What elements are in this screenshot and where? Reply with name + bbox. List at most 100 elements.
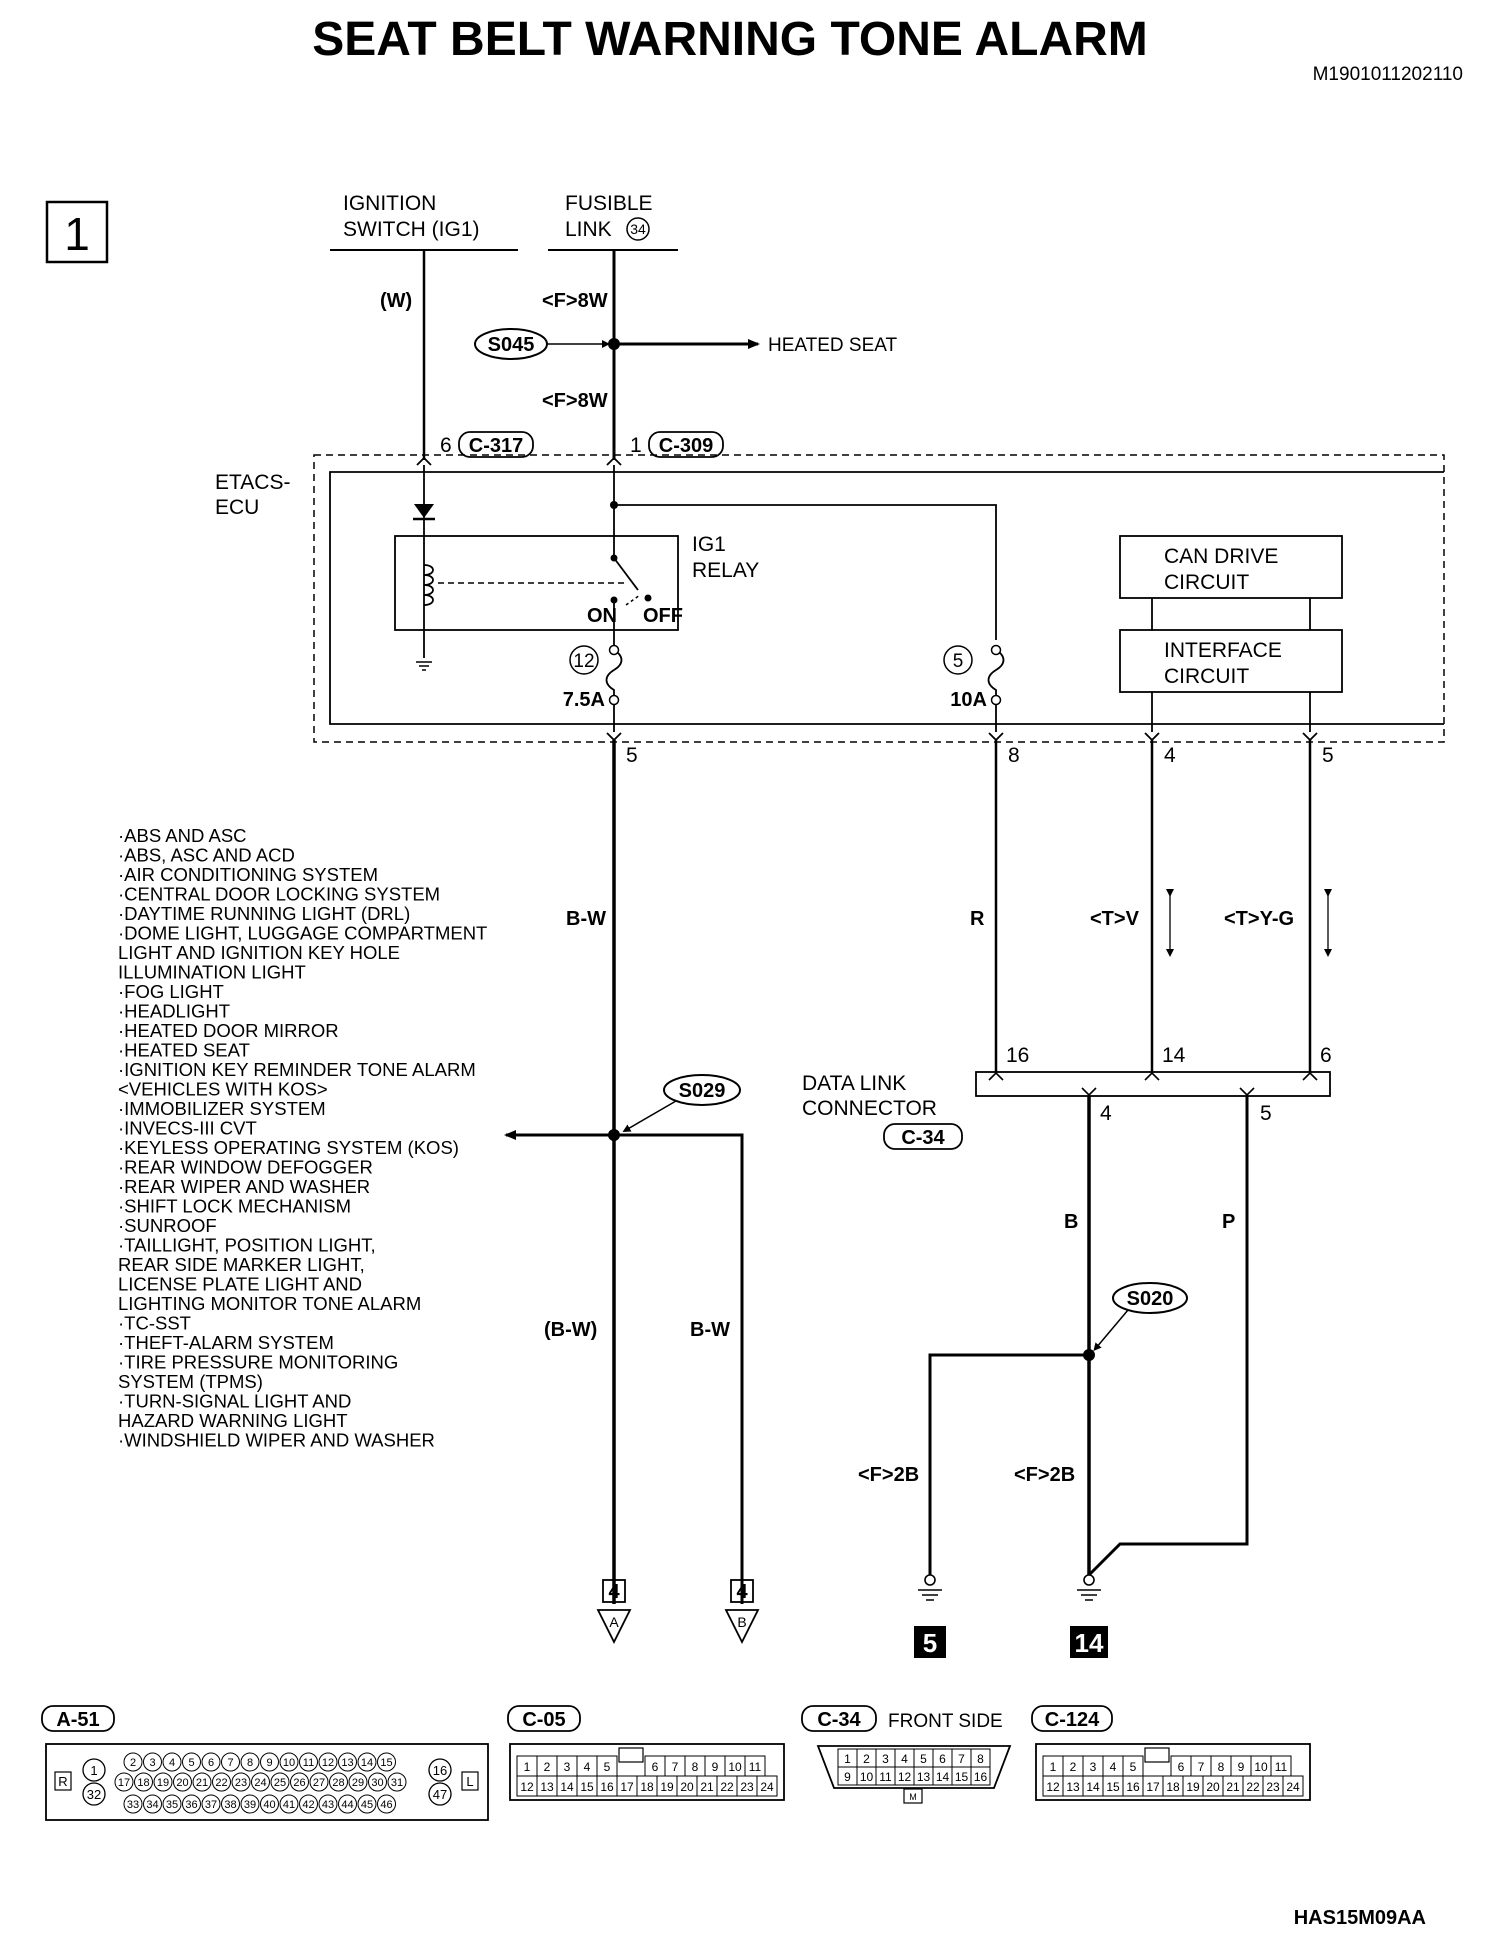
a51-pin-circle [377,1752,396,1772]
a51-pin-number: 37 [205,1799,217,1811]
c309-pin: 1 [630,434,642,457]
fusible-wire-color-lower: <F>8W [542,390,608,412]
a51-pin-number: 23 [235,1777,247,1789]
a51-pin-circle [123,1752,143,1772]
a51-pin-number: 41 [283,1799,295,1811]
a51-pin-circle [162,1752,182,1772]
fuse-5-rating: 10A [950,689,987,711]
a51-pin-circle [201,1794,221,1814]
a51-pin-circle [153,1772,173,1792]
c05-pin-number: 22 [720,1780,734,1794]
c05-pin-number: 24 [760,1780,774,1794]
fusible-link-number-circle [626,217,650,241]
c34-label: C-34 [901,1127,945,1149]
fuse-5-number: 5 [953,651,964,672]
a51-pin-number: 40 [263,1799,275,1811]
page-title: SEAT BELT WARNING TONE ALARM [312,13,1148,66]
c05-pin-number: 13 [540,1780,554,1794]
c34-pin-number: 16 [974,1770,988,1784]
c124-pin-number: 9 [1238,1760,1245,1774]
splice-s029 [663,1074,741,1106]
c124-pin-number: 10 [1254,1760,1268,1774]
ref-a-arrow-icon [596,1609,632,1645]
interface-circuit-label-2: CIRCUIT [1164,665,1249,688]
c124-key-slot [1144,1747,1170,1763]
a51-pin-number: 15 [380,1757,392,1769]
ground-14-icon [1077,1589,1101,1601]
ground-5-wire-color: <F>2B [858,1464,919,1486]
a51-pin-number: 11 [303,1757,314,1769]
system-list-item: ·IMMOBILIZER SYSTEM [118,1098,326,1119]
c05-pin-number: 6 [652,1760,659,1774]
c124-pin-number: 2 [1070,1760,1077,1774]
ground-14-wire-color: <F>2B [1014,1464,1075,1486]
a51-pin-circle [348,1772,368,1792]
system-list-item: ·ABS AND ASC [118,825,247,846]
c124-pin-number: 13 [1066,1780,1080,1794]
dlc-pin-16: 16 [1006,1044,1029,1067]
document-code: M1901011202110 [1313,64,1463,85]
c124-pin-cell [1282,1775,1304,1797]
c124-label: C-124 [1045,1709,1100,1731]
a51-pin-number: 28 [332,1777,344,1789]
dlc-terminal-5 [1239,1087,1255,1097]
fusible-link-number: 34 [630,221,646,237]
system-list-item: ·IGNITION KEY REMINDER TONE ALARM [118,1059,476,1080]
splice-s020 [1112,1282,1188,1314]
a51-pin-number: 33 [127,1799,139,1811]
c34-pin-number: 8 [977,1752,984,1766]
ecu-input-terminal-ign [416,456,432,466]
a51-pin-circle [270,1772,290,1792]
c124-pin-number: 5 [1130,1760,1137,1774]
c124-face [1035,1743,1311,1801]
relay-on-label: ON [587,605,617,627]
c124-pin-number: 16 [1126,1780,1140,1794]
c05-pin-number: 7 [672,1760,679,1774]
page-number: 1 [64,208,90,260]
c05-pin-number: 16 [600,1780,614,1794]
fuse-12-number: 12 [573,651,594,672]
a51-pin-circle [299,1752,318,1772]
ecu-out-terminal-main [606,732,622,742]
a51-pin32: 32 [87,1787,101,1802]
a51-pin-number: 34 [146,1799,158,1811]
a51-pin-circle [192,1772,212,1792]
splice-s045-label: S045 [488,334,535,356]
a51-pin-number: 10 [283,1757,295,1769]
main-bw-wire-color: B-W [566,908,606,930]
system-list-item: ·KEYLESS OPERATING SYSTEM (KOS) [118,1137,459,1158]
c05-face [509,1743,785,1801]
a51-pin-number: 38 [224,1799,236,1811]
a51-pin-circle [201,1752,221,1772]
c124-pin-number: 1 [1050,1760,1057,1774]
c34-pin-number: 10 [860,1770,874,1784]
system-list-item: ·TURN-SIGNAL LIGHT AND [118,1391,351,1412]
c05-pin-number: 14 [560,1780,574,1794]
a51-pin-number: 26 [293,1777,305,1789]
c05-pin-number: 4 [584,1760,591,1774]
fuse-12-bottom-node [608,694,620,706]
a51-pin-circle [260,1794,279,1814]
a51-pin-number: 45 [361,1799,373,1811]
c05-pin-number: 23 [740,1780,754,1794]
c309-label: C-309 [659,435,713,457]
c124-pin-number: 18 [1166,1780,1180,1794]
c05-pin-number: 19 [660,1780,674,1794]
c34-key: M [909,1792,917,1802]
page-number-box [45,200,109,264]
a51-pin-circle [338,1794,357,1814]
a51-pin-number: 19 [157,1777,169,1789]
c05-pin-number: 9 [712,1760,719,1774]
a51-pin16: 16 [433,1763,447,1778]
c317-pin: 6 [440,434,452,457]
c124-pin-number: 21 [1226,1780,1240,1794]
system-list-item: ·TAILLIGHT, POSITION LIGHT, [118,1235,376,1256]
system-list-item: ·TIRE PRESSURE MONITORING [118,1352,398,1373]
a51-pin-circle [114,1772,134,1792]
a51-pin-circle [357,1752,377,1772]
a51-pin-circle [318,1794,338,1814]
a51-pin-circle [387,1772,407,1792]
c124-pin-number: 3 [1090,1760,1097,1774]
